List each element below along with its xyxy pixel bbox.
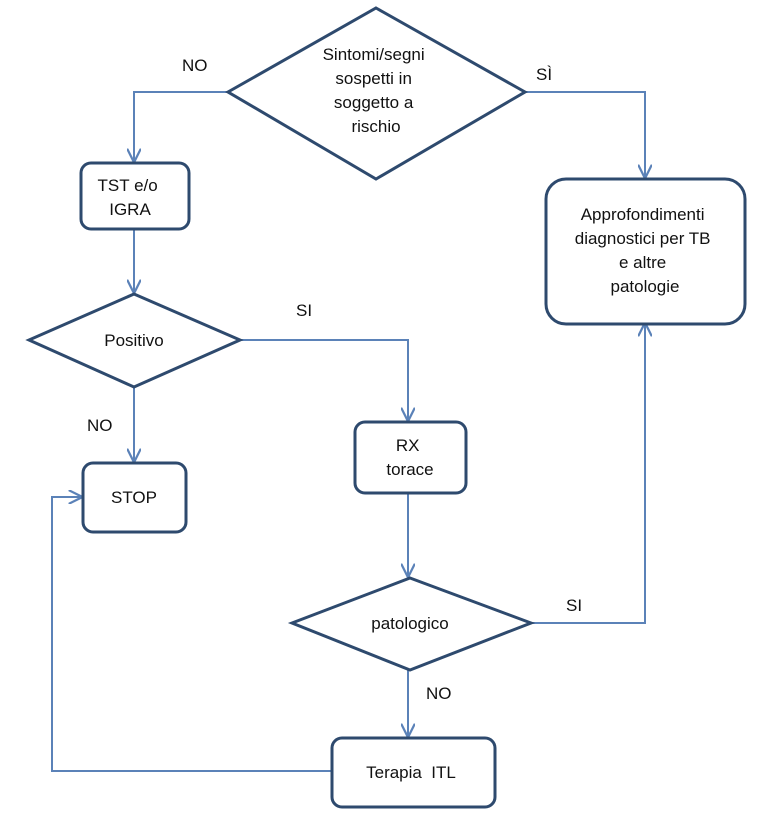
decision-patologico — [287, 576, 536, 672]
edge-label-symptoms-yes: SÌ — [536, 65, 552, 84]
terminal-stop-label: STOP — [111, 488, 157, 507]
connector-terapia-to-stop — [51, 497, 332, 772]
process-rx-torace — [353, 420, 468, 495]
process-terapia-label: Terapia ITL — [366, 763, 456, 782]
edge-label-positivo-no: NO — [87, 416, 113, 435]
process-rx-label: RX torace — [386, 436, 433, 479]
edge-label-symptoms-no: NO — [182, 56, 208, 75]
connector-symptoms-to-tst — [134, 91, 228, 161]
process-approfondimenti — [544, 177, 747, 326]
edge-label-patologico-no: NO — [426, 684, 452, 703]
decision-symptoms-label: Sintomi/segni sospetti in soggetto a ris… — [323, 45, 430, 136]
edge-label-patologico-yes: SI — [566, 596, 582, 615]
decision-patologico-label: patologico — [371, 614, 449, 633]
terminal-stop — [81, 461, 188, 534]
connector-positivo-to-rx — [240, 339, 408, 420]
connector-symptoms-to-approfondimenti — [525, 91, 645, 177]
decision-positivo — [25, 292, 244, 389]
connector-patologico-to-approfondimenti — [531, 324, 645, 624]
edge-label-positivo-yes: SI — [296, 301, 312, 320]
process-terapia-itl — [330, 736, 497, 809]
process-tst-igra — [79, 161, 191, 231]
process-approfondimenti-label: Approfondimenti diagnostici per TB e alt… — [575, 205, 716, 296]
decision-symptoms — [225, 6, 529, 181]
process-tst-label: TST e/o IGRA — [98, 176, 163, 219]
decision-positivo-label: Positivo — [104, 331, 164, 350]
